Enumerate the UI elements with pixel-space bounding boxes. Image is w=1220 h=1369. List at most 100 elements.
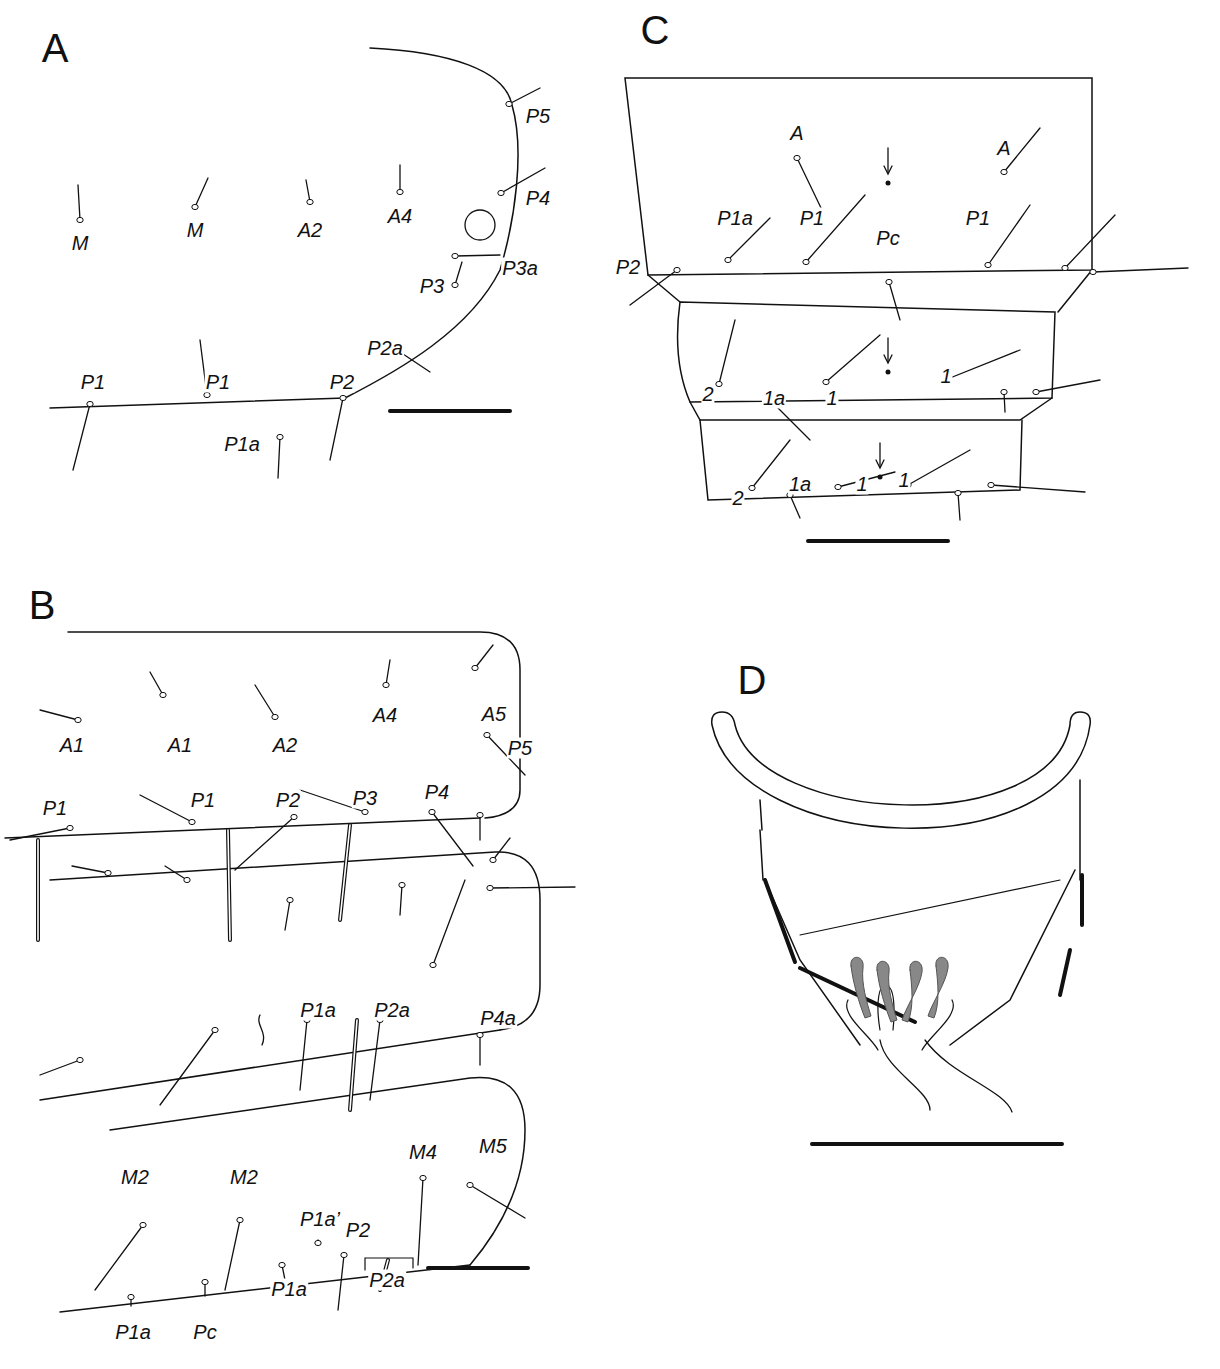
- seta-socket: [988, 482, 994, 487]
- macroseta: [36, 840, 40, 940]
- seta-label: P1a: [270, 1279, 308, 1300]
- seta-socket: [794, 155, 800, 160]
- seta-socket: [803, 259, 809, 264]
- tergite-outline: [50, 48, 518, 408]
- seta: [988, 205, 1030, 265]
- seta-label: A: [789, 123, 804, 144]
- seta-label: P1: [799, 208, 825, 229]
- sclerite: [1060, 875, 1082, 995]
- seta-socket: [487, 885, 493, 890]
- seta: [40, 710, 78, 720]
- seta-label: 1a: [762, 388, 786, 409]
- seta: [455, 255, 500, 256]
- spine: [928, 957, 948, 1018]
- seta-socket: [189, 819, 195, 824]
- seta: [991, 485, 1085, 492]
- seta-socket: [477, 1032, 483, 1037]
- seta-socket: [429, 809, 435, 814]
- seta-socket: [716, 381, 722, 386]
- seta: [418, 1178, 423, 1265]
- seta: [908, 450, 970, 485]
- seta-label: A4: [387, 206, 413, 227]
- seta-socket: [498, 190, 504, 195]
- seta-socket: [484, 732, 490, 737]
- seta-socket: [383, 682, 389, 687]
- seta: [470, 1185, 525, 1218]
- seta-socket: [467, 1182, 473, 1187]
- seta-label: P1a: [114, 1322, 152, 1343]
- seta-label: P2a: [368, 1270, 406, 1291]
- seta-socket: [184, 877, 190, 882]
- seta-socket: [1090, 269, 1096, 274]
- seta: [490, 887, 575, 888]
- seta-label: Pc: [875, 228, 900, 249]
- seta: [925, 1040, 1012, 1112]
- seta-label: P4: [525, 188, 551, 209]
- seta-label: P1a’: [299, 1209, 341, 1230]
- seta: [160, 1030, 215, 1105]
- body-outline: [760, 800, 762, 830]
- seta-socket: [835, 484, 841, 489]
- seta: [479, 1035, 480, 1065]
- pore: [886, 370, 891, 375]
- seta-socket: [204, 392, 210, 397]
- scale-bar: [390, 409, 510, 413]
- seta-label: M: [186, 220, 205, 241]
- seta-label: Pc: [192, 1322, 217, 1343]
- seta-socket: [192, 204, 198, 209]
- seta-socket: [212, 1027, 218, 1032]
- panel-letter: C: [640, 9, 671, 51]
- macroseta-core: [340, 825, 350, 920]
- seta-socket: [823, 379, 829, 384]
- pointer-arrow: [884, 355, 892, 363]
- scale-bar: [808, 539, 948, 543]
- seta-socket: [506, 101, 512, 106]
- seta-socket: [307, 199, 313, 204]
- scale-bar: [428, 1266, 528, 1270]
- seta-label: M4: [408, 1142, 438, 1163]
- seta-label: M5: [478, 1136, 508, 1157]
- seta: [386, 660, 390, 685]
- macroseta: [340, 825, 350, 920]
- seta-socket: [237, 1217, 243, 1222]
- seta-socket: [674, 267, 680, 272]
- seta-socket: [277, 434, 283, 439]
- seta-socket: [105, 870, 111, 875]
- seta-socket: [77, 1057, 83, 1062]
- seta: [259, 1015, 264, 1045]
- scale-bar: [812, 1142, 1062, 1146]
- seta-label: A1: [167, 735, 193, 756]
- seta: [790, 495, 800, 518]
- spine: [877, 961, 897, 1022]
- seta-socket: [67, 825, 73, 830]
- seta: [806, 195, 865, 262]
- seta: [306, 180, 310, 202]
- seta: [1093, 268, 1188, 272]
- seta-socket: [340, 395, 346, 400]
- seta-label: A4: [372, 705, 398, 726]
- pointer-arrow: [876, 460, 884, 468]
- seta: [195, 178, 208, 207]
- seta-socket: [77, 217, 83, 222]
- seta-label: M2: [120, 1167, 150, 1188]
- pore: [886, 181, 891, 186]
- segment-outline: [625, 78, 1092, 275]
- seta-label: A1: [59, 735, 85, 756]
- seta-label: P1: [190, 790, 216, 811]
- tergite-outline: [68, 632, 520, 818]
- pore: [878, 475, 883, 480]
- seta-socket: [749, 485, 755, 490]
- seta: [797, 158, 822, 210]
- seta: [826, 335, 880, 382]
- seta: [400, 885, 402, 915]
- seta-label: P1: [42, 798, 68, 819]
- body-outline: [765, 880, 860, 1045]
- seta-socket: [287, 897, 293, 902]
- pointer-arrow: [884, 166, 892, 174]
- seta-socket: [1001, 389, 1007, 394]
- body-outline: [800, 880, 1060, 935]
- segment-outline: [648, 270, 1092, 312]
- seta-label: A2: [272, 735, 298, 756]
- seta-label: A5: [481, 704, 507, 725]
- seta-label: A2: [297, 220, 323, 241]
